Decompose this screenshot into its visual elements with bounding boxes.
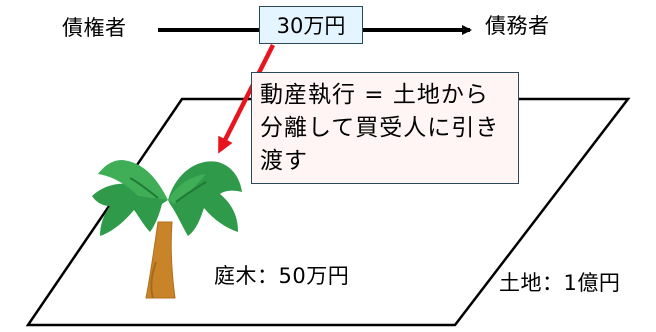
execution-note-text: 動産執行 = 土地から分離して買受人に引き渡す xyxy=(260,82,500,174)
palm-tree-icon xyxy=(92,160,242,299)
amount-label: 30万円 xyxy=(276,14,346,38)
execution-note-box: 動産執行 = 土地から分離して買受人に引き渡す xyxy=(251,72,519,184)
debtor-label: 債務者 xyxy=(485,14,550,38)
land-value-label: 土地：1億円 xyxy=(499,271,621,295)
tree-value-label: 庭木：50万円 xyxy=(214,264,350,288)
amount-box: 30万円 xyxy=(259,6,363,44)
execution-pointer-arrow xyxy=(217,43,276,154)
creditor-label: 債権者 xyxy=(62,16,127,40)
